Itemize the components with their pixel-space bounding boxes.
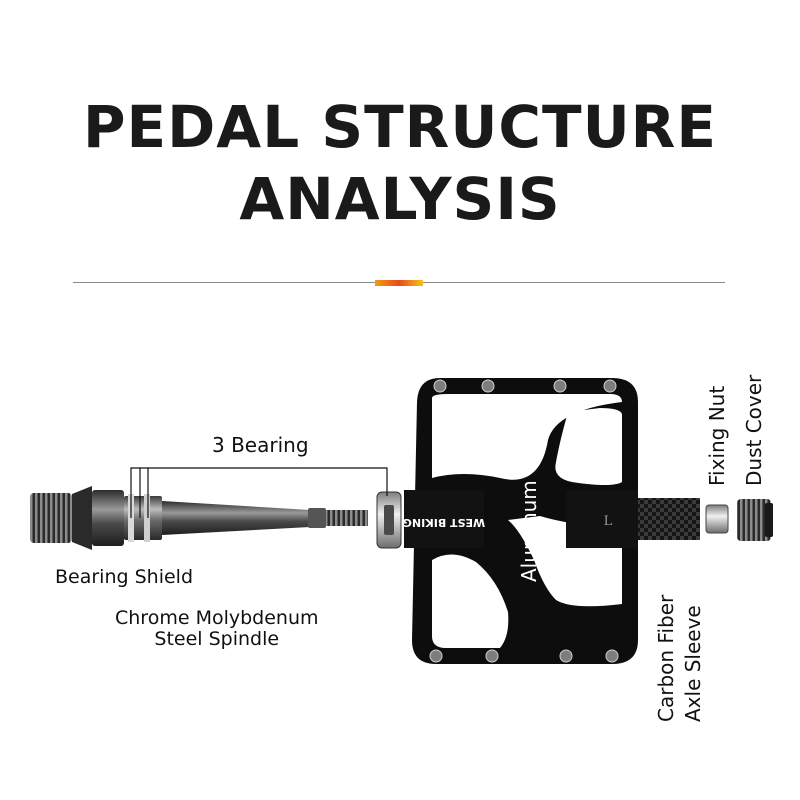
label-axle-sleeve: Axle Sleeve — [681, 605, 705, 722]
spindle-axle-illustration — [30, 486, 368, 550]
pedal-brand-text: WEST BIKING — [403, 516, 485, 529]
fixing-nut-illustration — [705, 504, 729, 534]
label-aluminum: Aluminum — [517, 480, 541, 582]
pedal-platform-illustration — [404, 378, 638, 664]
label-cleats: Cleats — [437, 570, 461, 633]
divider-accent — [375, 280, 423, 286]
label-spindle: Chrome Molybdenum Steel Spindle — [115, 607, 319, 651]
dust-cover-illustration — [737, 499, 773, 541]
label-carbon-fiber: Carbon Fiber — [654, 594, 678, 722]
page-title-line-1: PEDAL STRUCTURE — [83, 93, 717, 161]
page-title-line-2: ANALYSIS — [239, 165, 561, 233]
label-3-bearing: 3 Bearing — [212, 433, 309, 457]
label-dust-cover: Dust Cover — [742, 374, 766, 486]
bearing-ring-illustration — [376, 491, 402, 549]
pedal-side-mark: L — [604, 514, 613, 529]
bearing-callout-line — [130, 467, 388, 518]
label-fixing-nut: Fixing Nut — [705, 385, 729, 486]
label-bearing-shield: Bearing Shield — [55, 566, 194, 588]
carbon-sleeve-illustration — [638, 498, 700, 540]
